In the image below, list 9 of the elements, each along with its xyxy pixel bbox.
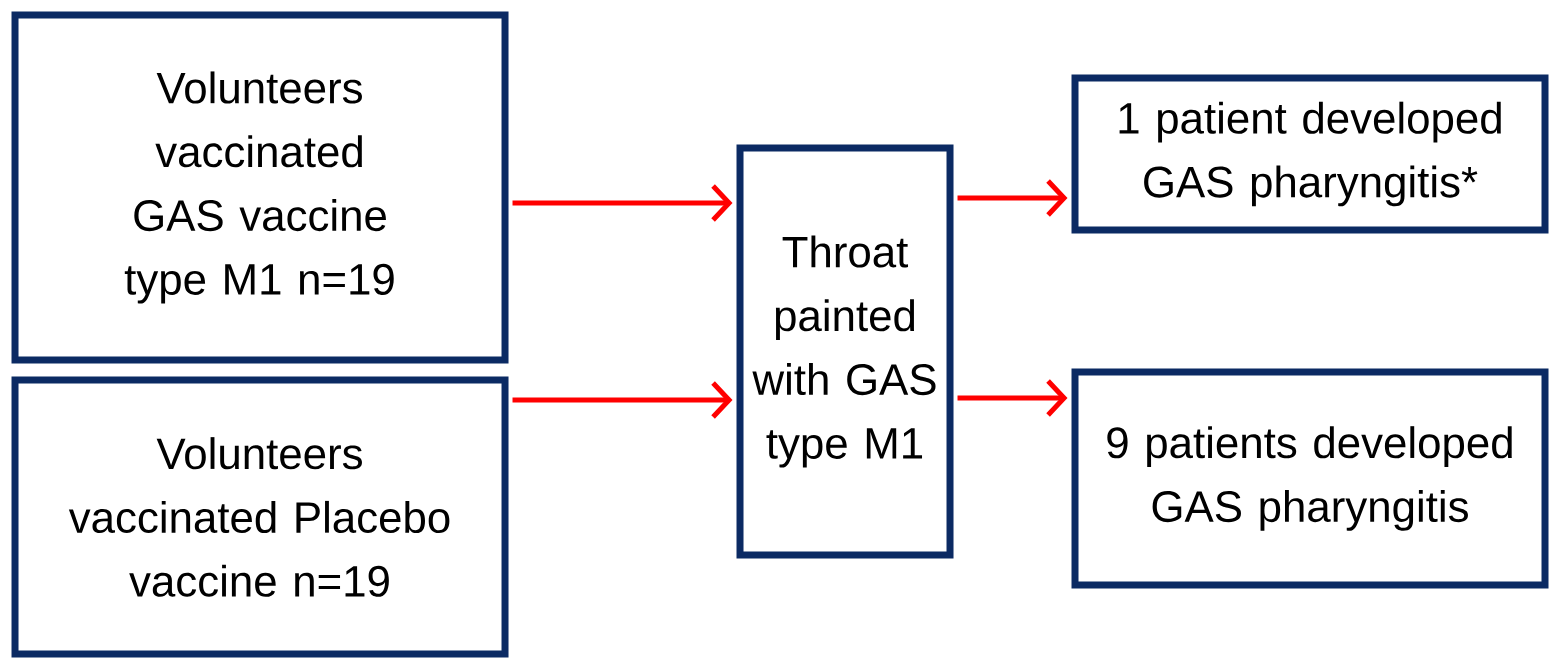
arrow bbox=[957, 379, 1068, 417]
process-box: Volunteers vaccinated Placebo vaccine n=19 bbox=[11, 376, 509, 658]
arrow bbox=[512, 381, 733, 419]
process-box: Volunteers vaccinated GAS vaccine type M1 n=19 bbox=[11, 11, 509, 364]
arrow bbox=[957, 179, 1068, 217]
arrow bbox=[512, 184, 733, 222]
process-box: 1 patient developed GAS pharyngitis* bbox=[1071, 74, 1549, 234]
process-box: 9 patients developed GAS pharyngitis bbox=[1071, 368, 1549, 589]
process-box: Throat painted with GAS type M1 bbox=[736, 144, 954, 559]
